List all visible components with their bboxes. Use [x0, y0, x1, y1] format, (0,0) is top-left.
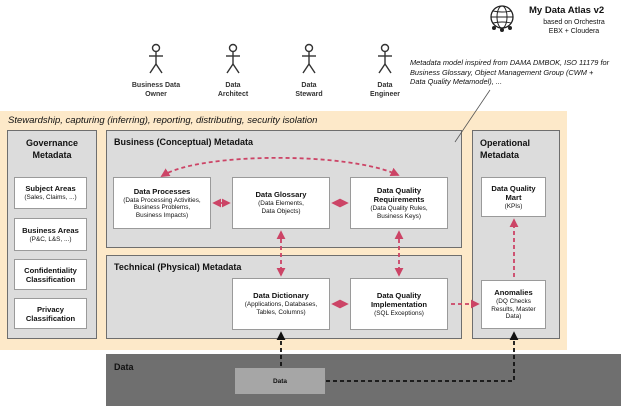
technical-metadata-title: Technical (Physical) Metadata	[114, 262, 242, 272]
stewardship-band-label: Stewardship, capturing (inferring), repo…	[8, 115, 318, 126]
privacy-classification-box: Privacy Classification	[14, 298, 87, 329]
operational-metadata-title: Operational Metadata	[480, 138, 531, 160]
data-dictionary-box: Data Dictionary (Applications, Databases…	[232, 278, 330, 330]
business-areas-box: Business Areas (P&C, L&S, ...)	[14, 218, 87, 251]
business-metadata-title: Business (Conceptual) Metadata	[114, 137, 254, 147]
confidentiality-classification-box: Confidentiality Classification	[14, 259, 87, 290]
arrow-processes-requirements	[160, 156, 400, 177]
anomalies-box: Anomalies (DQ Checks Results, Master Dat…	[481, 280, 546, 329]
data-quality-mart-box: Data Quality Mart (KPIs)	[481, 177, 546, 217]
person-icon	[149, 43, 163, 74]
data-quality-requirements-box: Data Quality Requirements (Data Quality …	[350, 177, 448, 229]
person-icon	[378, 43, 392, 74]
data-layer-title: Data	[114, 362, 134, 372]
governance-metadata-title: Governance Metadata	[25, 138, 79, 160]
data-processes-box: Data Processes (Data Processing Activiti…	[113, 177, 211, 229]
person-icon	[302, 43, 316, 74]
note-callout-line	[454, 89, 491, 143]
data-layer-strip	[106, 354, 621, 406]
arrow-data-anomalies	[326, 331, 519, 382]
brand-title: My Data Atlas v2	[529, 5, 605, 16]
data-source-box: Data	[235, 368, 325, 394]
brand-subtitle: based on Orchestra EBX + Cloudera	[543, 19, 605, 35]
role-figures	[149, 43, 392, 74]
subject-areas-box: Subject Areas (Sales, Claims, ...)	[14, 177, 87, 209]
person-icon	[226, 43, 240, 74]
data-quality-implementation-box: Data Quality Implementation (SQL Excepti…	[350, 278, 448, 330]
metadata-model-note: Metadata model inspired from DAMA DMBOK,…	[410, 58, 610, 86]
globe-icon	[490, 5, 514, 32]
data-glossary-box: Data Glossary (Data Elements, Data Objec…	[232, 177, 330, 229]
